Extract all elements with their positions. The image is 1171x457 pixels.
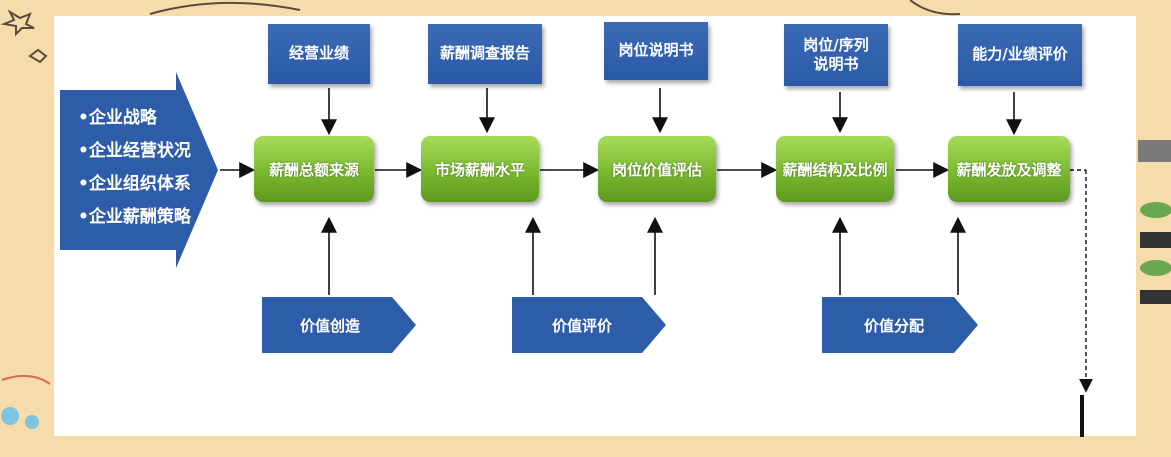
step-market-salary: 市场薪酬水平 xyxy=(421,136,539,202)
strategy-item: •企业战略 xyxy=(78,108,157,128)
value-arrow-distribution-shape xyxy=(822,297,978,353)
value-arrow-evaluation: 价值评价 xyxy=(512,297,666,353)
value-label-distribution: 价值分配 xyxy=(864,316,925,335)
input-box-ability-evaluation: 能力/业绩评价 xyxy=(958,24,1082,86)
strategy-item: •企业薪酬策略 xyxy=(78,207,191,227)
value-arrow-distribution: 价值分配 xyxy=(822,297,978,353)
input-box-performance: 经营业绩 xyxy=(268,24,370,84)
input-box-salary-survey: 薪酬调查报告 xyxy=(428,24,542,84)
value-label-creation: 价值创造 xyxy=(300,316,361,335)
step-salary-source: 薪酬总额来源 xyxy=(254,136,374,202)
step-salary-payment: 薪酬发放及调整 xyxy=(948,136,1070,202)
step-salary-structure: 薪酬结构及比例 xyxy=(776,136,894,202)
strategy-item: •企业组织体系 xyxy=(78,174,191,194)
step-job-evaluation: 岗位价值评估 xyxy=(598,136,716,202)
input-box-job-sequence: 岗位/序列 说明书 xyxy=(784,24,888,86)
strategy-item: •企业经营状况 xyxy=(78,141,191,161)
strategy-arrow-shape xyxy=(60,72,218,268)
value-arrow-creation: 价值创造 xyxy=(262,297,416,353)
strategy-arrow: •企业战略 •企业经营状况 •企业组织体系 •企业薪酬策略 xyxy=(60,72,218,268)
value-label-evaluation: 价值评价 xyxy=(552,316,613,335)
value-arrow-creation-shape xyxy=(262,297,416,353)
strategy-list: •企业战略 •企业经营状况 •企业组织体系 •企业薪酬策略 xyxy=(78,102,191,234)
value-arrow-evaluation-shape xyxy=(512,297,666,353)
input-box-job-description: 岗位说明书 xyxy=(604,22,708,80)
